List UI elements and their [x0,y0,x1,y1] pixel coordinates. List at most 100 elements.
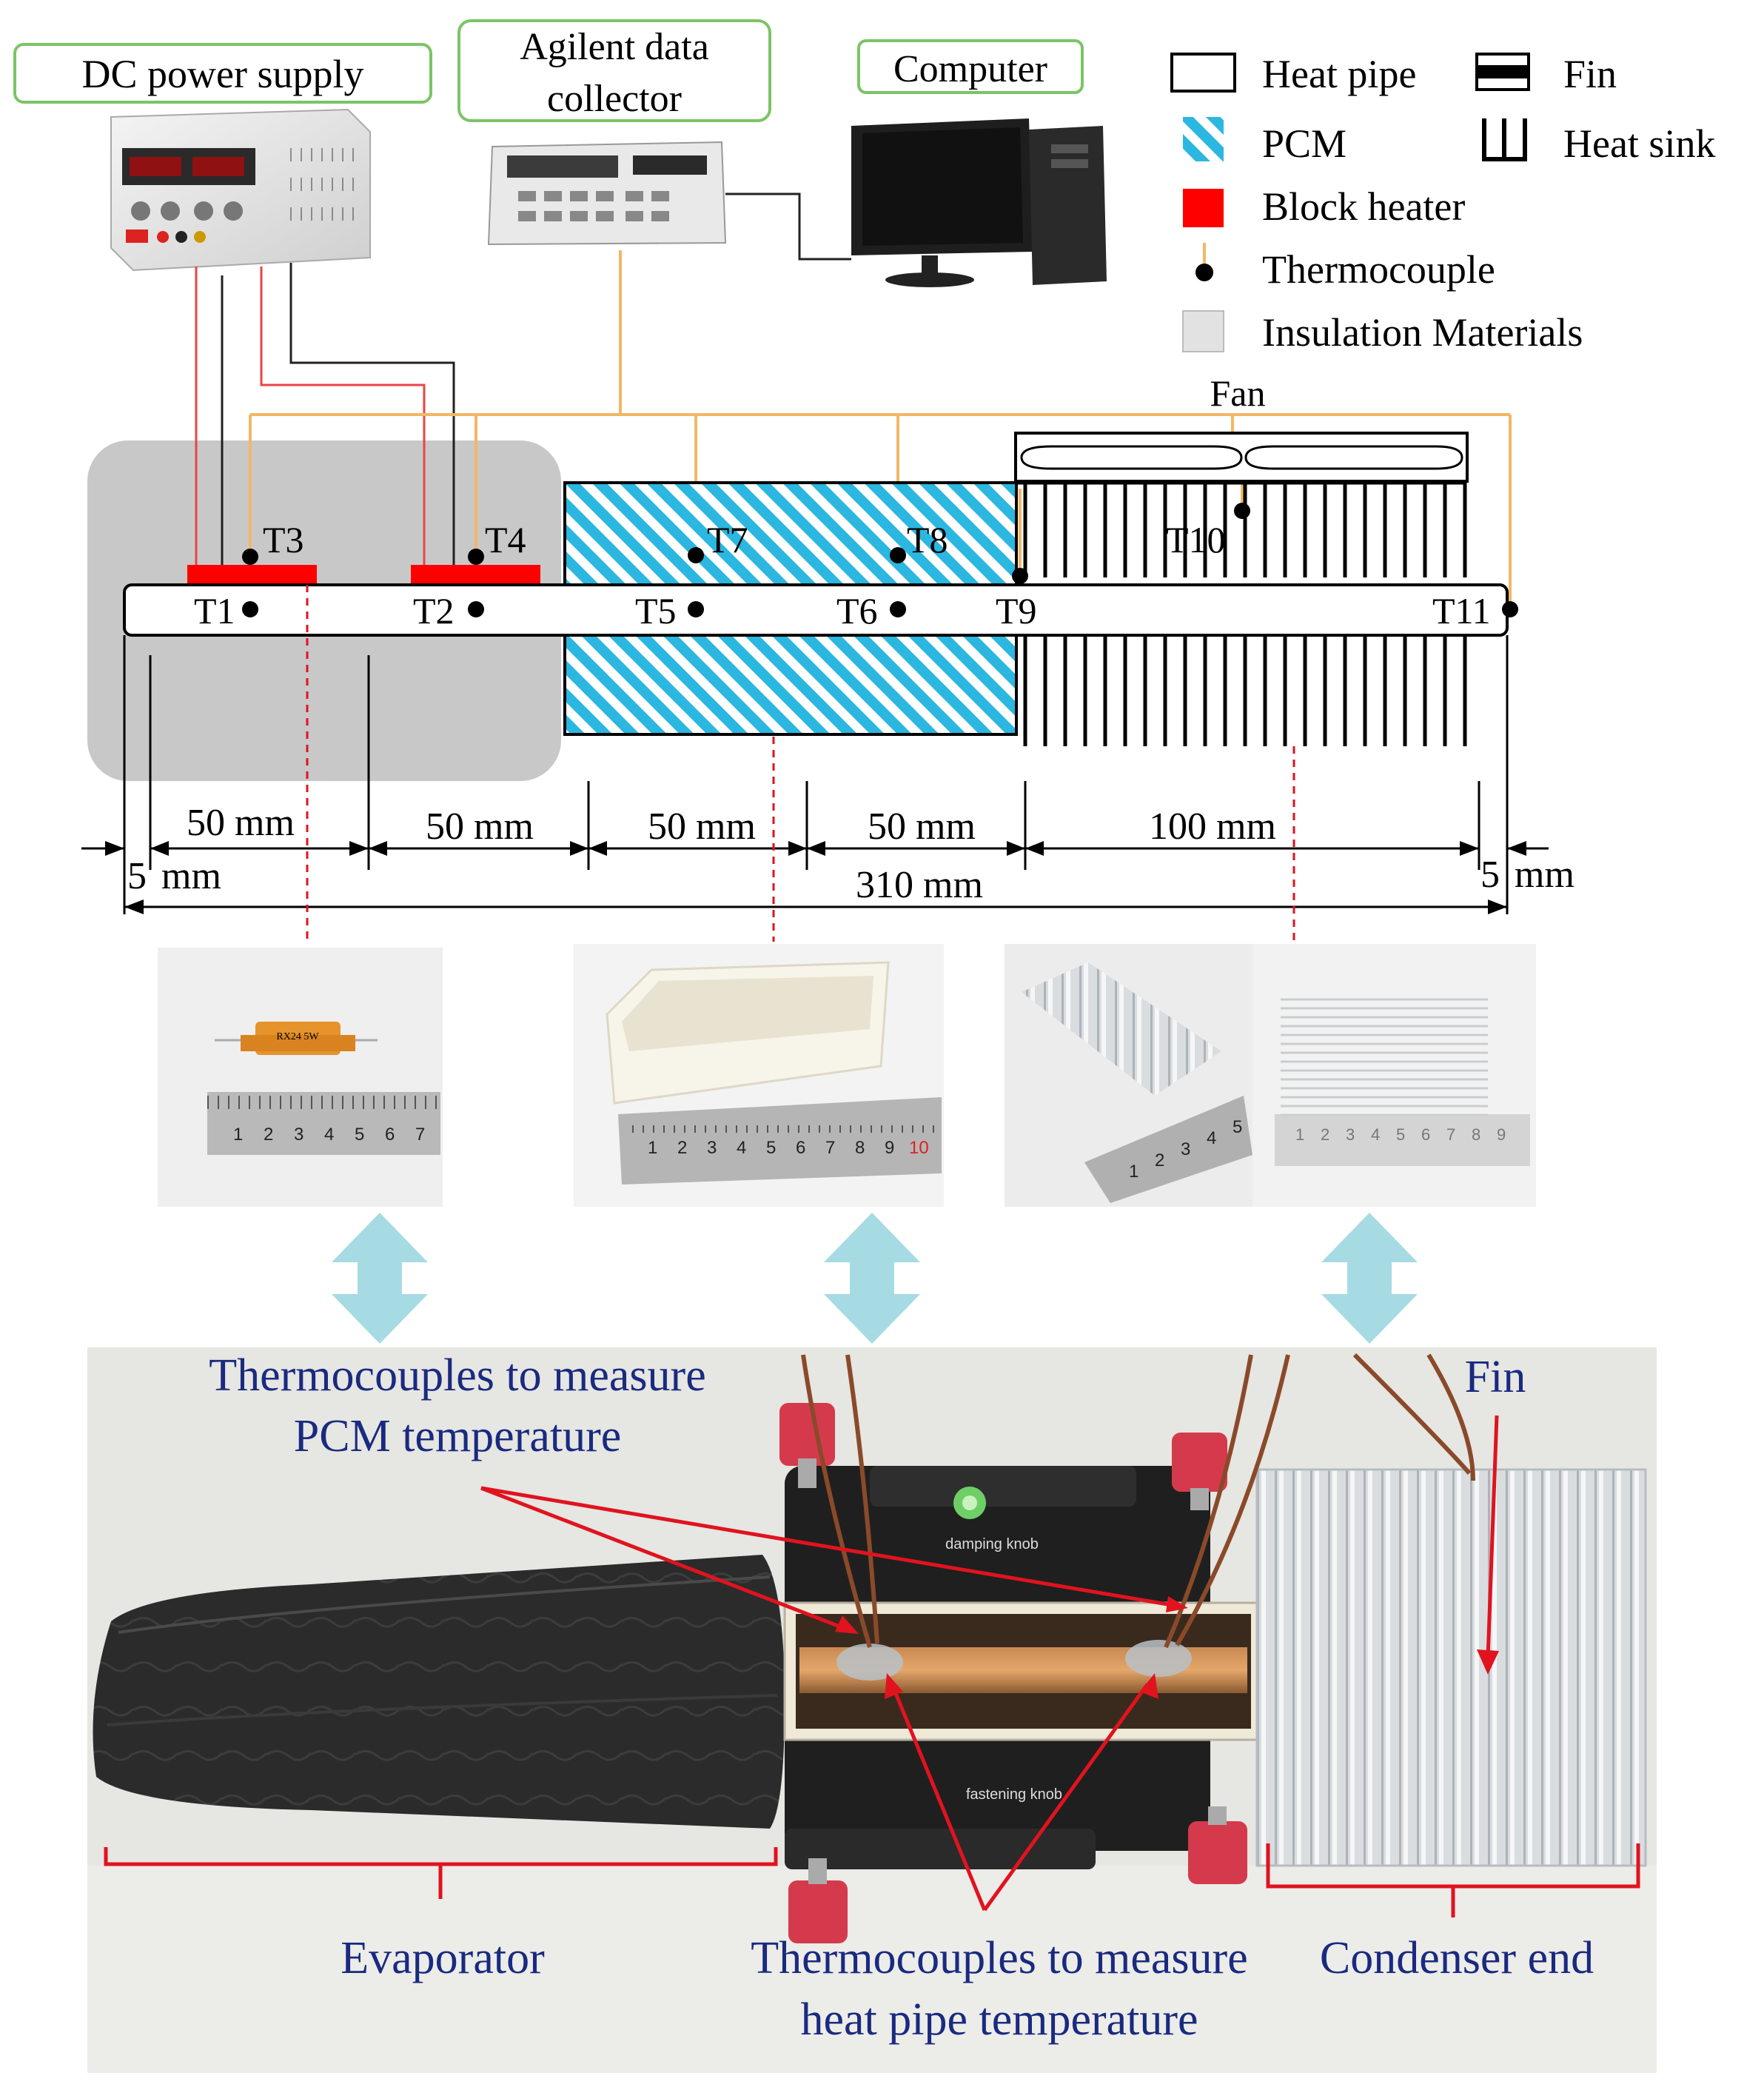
ruler-heater-n1: 1 [233,1125,243,1145]
ruler-heater-n4: 4 [324,1125,334,1145]
ruler-sink-b-n6: 6 [1421,1125,1430,1144]
computer-frame [857,39,1084,94]
ruler-pcm-n8: 8 [855,1138,865,1158]
ruler-pcm-n3: 3 [707,1138,717,1158]
ruler-sink-b-n2: 2 [1321,1125,1329,1144]
tc-label-t3: T3 [263,519,304,560]
dim-seg4: 50 mm [868,805,976,848]
computer-label: Computer [893,48,1047,90]
legend-heat-sink-swatch [1482,118,1527,161]
heat-pipe [123,583,1509,637]
ruler-heater-n2: 2 [264,1125,273,1145]
tc-label-t9: T9 [996,590,1037,632]
tc-dot-t9 [1012,568,1028,584]
condenser-heat-sink-photo [1257,1470,1646,1866]
ruler-pcm-n9: 9 [885,1138,894,1158]
ruler-sink-b-n8: 8 [1472,1125,1480,1144]
dim-seg3: 50 mm [648,805,756,848]
tc-label-t10: T10 [1166,519,1226,560]
fastening-knob-text: fastening knob [966,1786,1062,1803]
legend-insulation-label: Insulation Materials [1262,310,1583,355]
tc-dot-t7 [688,547,704,563]
ruler-heater-n5: 5 [355,1125,364,1145]
ruler-pcm-n4: 4 [737,1138,746,1158]
dim-end-left-num: 5 [127,855,147,897]
tc-label-t5: T5 [635,590,677,632]
hp-tc-annotation-line1: Thermocouples to measure [751,1933,1247,1983]
photo-block-heater: RX24 5W 1 2 3 4 5 6 7 [158,948,443,1207]
link-arrows [332,1213,1418,1344]
tc-dot-t11 [1502,601,1518,617]
agilent-label-line1: Agilent data [520,26,709,68]
clamp-fixture: damping knob fastening knob [783,1466,1264,1869]
legend-insulation-swatch [1182,310,1224,352]
agilent-to-computer-cable [725,192,851,261]
tc-dot-t6 [890,601,906,617]
ruler-heater: 1 2 3 4 5 6 7 [207,1092,440,1155]
ruler-pcm-n1: 1 [648,1138,657,1158]
schematic: Fan T1 T2 T3 T4 T5 T6 T7 [81,250,1574,944]
tc-dot-t5 [688,601,704,617]
fan-label: Fan [1210,372,1266,414]
tc-dot-t8 [890,547,906,563]
ruler-heater-n6: 6 [385,1125,395,1145]
agilent-frame [457,19,771,122]
pcm-tc-annotation-line2: PCM temperature [294,1411,622,1461]
dc-power-supply-label: DC power supply [82,52,364,96]
red-knobs [779,1403,1247,1943]
ruler-pcm-n5: 5 [766,1138,776,1158]
dc-power-supply-group: DC power supply [13,43,432,272]
thermocouple-wires-photo [801,1353,1475,1649]
photo-pcm-box: 1 2 3 4 5 6 7 8 9 10 [574,944,944,1207]
ruler-sink-a-n4: 4 [1207,1128,1216,1148]
heater2-black-wire [289,263,455,565]
legend-heat-sink-label: Heat sink [1563,121,1715,166]
legend-thermocouple-swatch [1195,243,1213,281]
assembled-photo: damping knob fastening knob [87,1347,1657,2073]
photo-heat-sink: 1 2 3 4 5 1 2 3 4 5 [1005,944,1536,1207]
thermocouple-points [242,503,1518,617]
tc-dot-t2 [468,601,484,617]
tc-label-t8: T8 [907,519,948,560]
dim-seg2: 50 mm [426,805,534,848]
ruler-pcm: 1 2 3 4 5 6 7 8 9 10 [618,1097,942,1185]
agilent-device [487,141,727,246]
ruler-sink-a-n3: 3 [1181,1139,1190,1159]
legend-pcm-label: PCM [1262,121,1347,166]
link-arrow-sink [1321,1213,1418,1344]
computer-group: Computer [851,39,1107,287]
dim-seg1: 50 mm [187,802,295,844]
annotation-red-arrowheads [835,1596,1499,1699]
ruler-pcm-n10: 10 [909,1138,929,1158]
dim-total: 310 mm [856,864,983,906]
evaporator-tape [93,1555,785,1829]
ruler-sink-a-n1: 1 [1129,1162,1138,1182]
heater2-red-wire [260,267,426,565]
legend-heat-pipe-label: Heat pipe [1262,52,1416,96]
heat-sink-photo-a [1022,962,1221,1096]
evaporator-annotation: Evaporator [341,1933,545,1983]
legend-heat-pipe-swatch [1170,53,1236,93]
legend-fin-label: Fin [1563,52,1617,96]
tc-dot-t1 [242,601,258,617]
dim-end-right-unit: mm [1515,854,1574,896]
tc-dot-t3 [242,549,258,565]
fan [1014,432,1469,483]
ruler-sink-b-n3: 3 [1346,1125,1355,1144]
ruler-pcm-n6: 6 [796,1138,805,1158]
annotation-red-lines [104,1415,1640,1917]
computer-device [851,118,1107,287]
legend-thermocouple-label: Thermocouple [1262,247,1495,292]
legend-block-heater-swatch [1183,189,1224,227]
ruler-sink-a-n5: 5 [1233,1117,1242,1137]
ruler-sink-b-n5: 5 [1396,1125,1405,1144]
resistor-marking: RX24 5W [276,1031,319,1042]
ruler-pcm-n7: 7 [825,1138,835,1158]
ruler-sink-b-n4: 4 [1371,1125,1380,1144]
block-heater-1 [187,565,317,584]
dimension-arrowheads [105,841,1526,914]
ruler-heater-n7: 7 [415,1125,425,1145]
damping-knob-text: damping knob [945,1536,1039,1552]
pcm-tc-annotation-line1: Thermocouples to measure [209,1350,705,1401]
